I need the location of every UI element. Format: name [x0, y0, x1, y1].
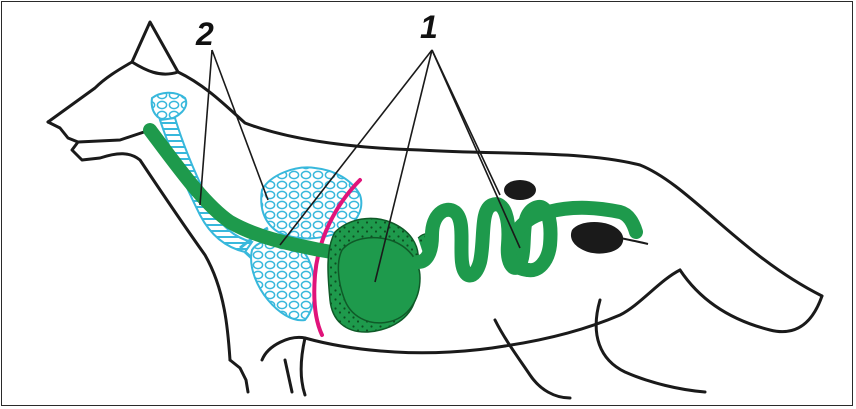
leader-1-colon — [432, 50, 500, 195]
dog-ear-inner — [132, 62, 178, 74]
label-digestive: 1 — [420, 9, 438, 45]
dog-mouth-line — [78, 130, 150, 142]
stomach — [338, 238, 420, 323]
dog-muzzle-contour — [48, 122, 230, 360]
dog-foreleg-front — [301, 338, 305, 395]
dog-hind-leg-outer — [596, 300, 705, 392]
dog-hind-leg-inner — [495, 320, 570, 398]
dog-chest-lower — [262, 337, 505, 360]
dog-belly — [505, 270, 680, 346]
urethra-line — [620, 238, 648, 244]
nasal-airway — [152, 93, 186, 120]
leader-2-trachea — [200, 50, 212, 205]
dog-tail-lower — [680, 270, 822, 332]
leader-2-lungs — [212, 50, 268, 200]
label-respiratory: 2 — [195, 16, 214, 52]
bladder — [571, 222, 623, 254]
dog-front-leg — [230, 360, 248, 392]
kidney — [504, 180, 536, 200]
dog-front-leg-2 — [285, 360, 292, 392]
